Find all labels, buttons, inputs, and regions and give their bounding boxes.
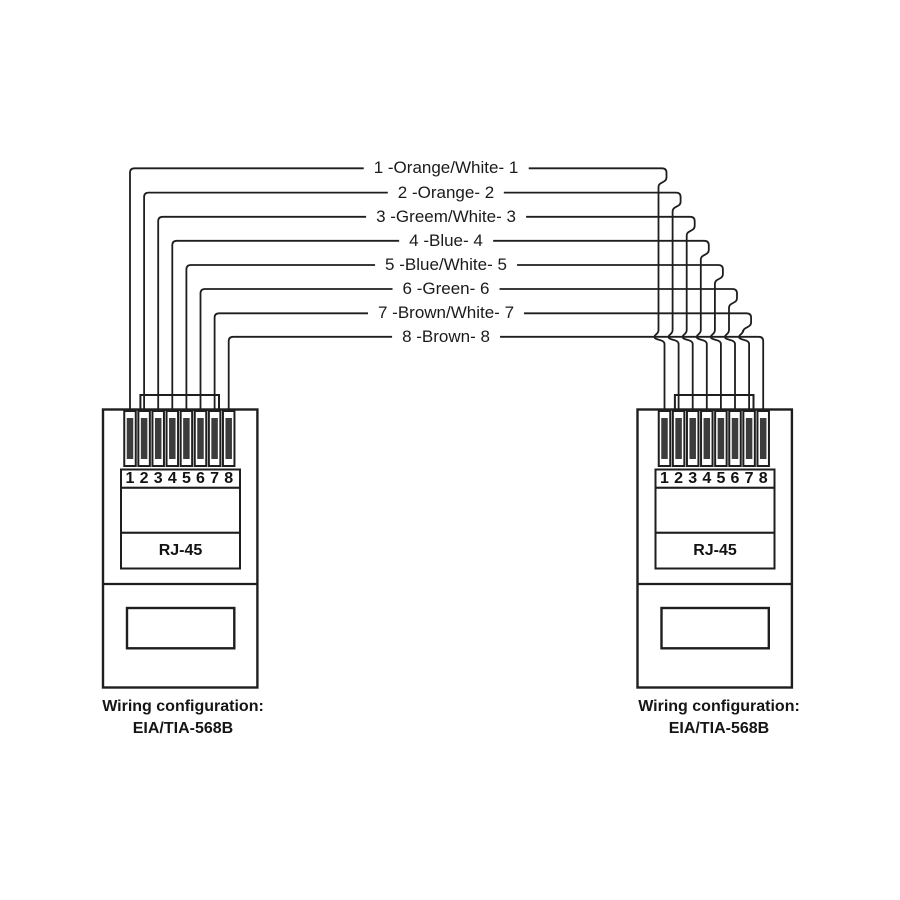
right-pin-contact-4 [703,418,711,459]
right-pin-contact-7 [745,418,753,459]
left-pin-number-8: 8 [224,470,234,487]
right-pin-contact-3 [689,418,696,459]
wire-label-4: 4 -Blue- 4 [399,231,493,251]
left-pin-contact-1 [126,418,134,459]
right-pin-number-7: 7 [744,470,754,487]
wire-path-7 [213,312,752,411]
wire-label-1: 1 -Orange/White- 1 [363,158,529,178]
right-caption-line2: EIA/TIA-568B [668,720,770,737]
wires-group [129,167,765,411]
right-pin-number-8: 8 [758,470,768,487]
wire-path-3 [157,215,696,411]
wire-label-3: 3 -Greem/White- 3 [366,207,526,227]
right-pin-number-4: 4 [702,470,712,487]
left-connector-caption: Wiring configuration: EIA/TIA-568B [102,696,264,740]
left-middle-box [120,486,241,534]
right-pin-number-6: 6 [730,470,740,487]
right-pin-contact-5 [717,418,725,459]
connector-details [103,468,792,650]
left-pin-contact-8 [225,418,232,459]
left-model-box [120,531,241,570]
left-pin-contact-5 [183,418,190,459]
left-pin-contact-6 [197,418,204,459]
connector-pins [123,410,770,467]
left-pin-number-1: 1 [125,470,135,487]
left-pin-number-7: 7 [210,470,220,487]
left-pin-number-3: 3 [153,470,163,487]
wire-path-2 [143,191,682,411]
right-pin-contact-8 [759,418,767,459]
left-pin-contact-7 [211,418,218,459]
right-connector-model-label: RJ-45 [693,542,737,559]
wire-path-5 [185,264,724,411]
left-pin-contact-4 [169,418,176,459]
right-pin-contact-1 [661,418,668,459]
left-pin-number-2: 2 [139,470,149,487]
left-caption-line1: Wiring configuration: [102,698,264,715]
left-boot-window [125,606,236,650]
left-pin-number-4: 4 [167,470,177,487]
wire-path-4 [171,239,710,411]
right-boot-window [660,606,771,650]
wire-label-5: 5 -Blue/White- 5 [375,255,517,275]
wire-path-6 [199,288,738,411]
right-caption-line1: Wiring configuration: [638,698,800,715]
wire-label-6: 6 -Green- 6 [392,279,500,299]
left-pin-contact-2 [140,418,148,459]
wire-label-2: 2 -Orange- 2 [387,183,505,203]
right-pin-number-2: 2 [674,470,684,487]
wire-label-7: 7 -Brown/White- 7 [367,303,525,323]
left-caption-line2: EIA/TIA-568B [132,720,234,737]
right-pin-number-5: 5 [716,470,726,487]
right-pin-contact-6 [731,418,739,459]
left-connector-model-label: RJ-45 [158,542,203,559]
left-pin-number-6: 6 [196,470,205,487]
wire-path-1 [129,167,668,411]
right-pin-contact-2 [675,418,682,459]
left-pin-contact-3 [154,418,162,459]
right-model-box [654,531,776,570]
left-pin-number-5: 5 [181,470,191,487]
right-pin-number-3: 3 [688,470,698,487]
wire-label-8: 8 -Brown- 8 [392,327,500,347]
right-pin-number-1: 1 [660,470,669,487]
right-connector-caption: Wiring configuration: EIA/TIA-568B [638,696,800,740]
